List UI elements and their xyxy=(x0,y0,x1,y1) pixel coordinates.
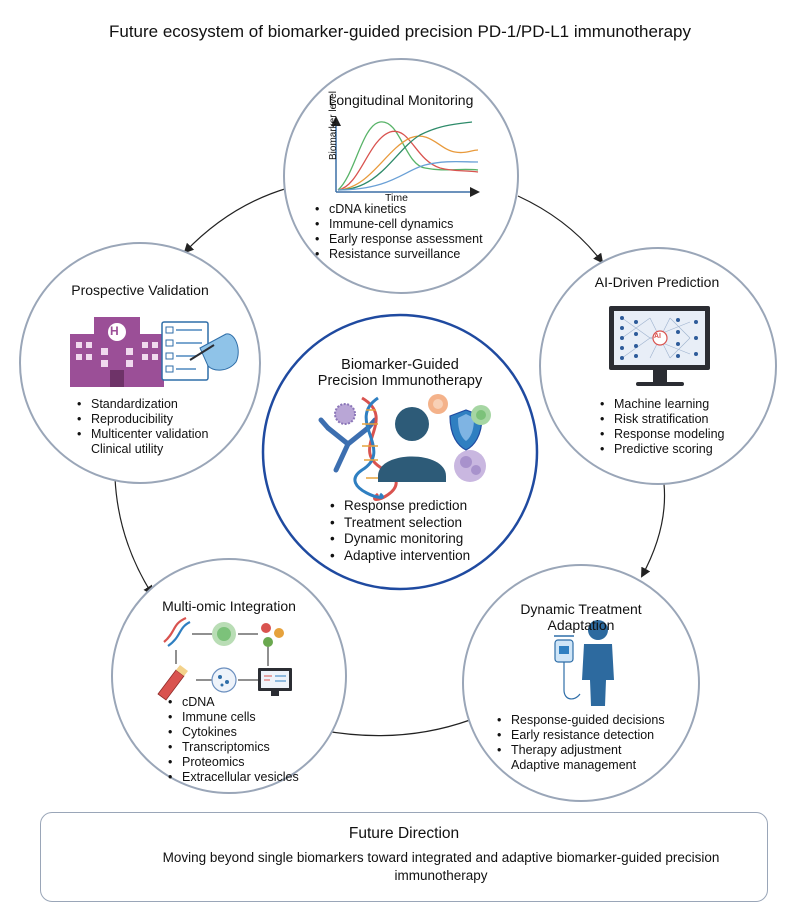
list-item: Transcriptomics xyxy=(166,740,299,755)
prospective-list: Standardization Reproducibility Multicen… xyxy=(75,397,208,457)
kinetics-line-blue xyxy=(337,160,479,191)
list-item: Dynamic monitoring xyxy=(328,531,470,548)
node-title-longitudinal: Longitudinal Monitoring xyxy=(328,92,474,108)
list-item: cDNA xyxy=(166,695,299,710)
list-item: Cytokines xyxy=(166,725,299,740)
list-item: Treatment selection xyxy=(328,515,470,532)
node-title-dynamic: Dynamic Treatment Adaptation xyxy=(486,601,676,633)
arrow-monitoring-to-ai xyxy=(517,195,604,264)
node-title-ai: AI-Driven Prediction xyxy=(594,274,720,290)
center-title-line2: Precision Immunotherapy xyxy=(317,373,483,389)
iv-patient-icon xyxy=(554,620,614,706)
biomarker-kinetics-chart xyxy=(331,116,480,197)
node-title-multiomic: Multi-omic Integration xyxy=(162,598,296,614)
list-item: Risk stratification xyxy=(598,412,725,427)
kinetics-line-orange xyxy=(337,135,479,191)
ai-list: Machine learning Risk stratification Res… xyxy=(598,397,725,457)
particle-purple-icon xyxy=(334,403,356,425)
list-item: Extracellular vesicles xyxy=(166,770,299,785)
list-item: Multicenter validation xyxy=(75,427,208,442)
arrow-ai-to-dynamic xyxy=(641,483,666,578)
arrow-monitoring-to-prospective xyxy=(183,187,289,254)
patient-icon xyxy=(378,407,446,482)
multiomic-list: cDNA Immune cells Cytokines Transcriptom… xyxy=(166,695,299,785)
figure-title: Future ecosystem of biomarker-guided pre… xyxy=(108,22,692,41)
multiomic-network xyxy=(157,616,292,701)
list-item: Resistance surveillance xyxy=(313,247,483,262)
future-direction-title: Future Direction xyxy=(348,825,460,842)
cytokine-omic-icon xyxy=(261,623,284,647)
center-title-line1: Biomarker-Guided xyxy=(341,357,459,373)
arrow-prospective-to-multiomic xyxy=(114,477,154,596)
center-list: Response prediction Treatment selection … xyxy=(328,498,470,564)
list-item: Immune-cell dynamics xyxy=(313,217,483,232)
blood-tube-icon xyxy=(157,665,188,701)
ai-monitor-icon xyxy=(609,306,710,386)
line-dynamic-to-multiomic xyxy=(319,719,471,737)
vesicle-omic-icon xyxy=(211,667,237,693)
node-title-prospective: Prospective Validation xyxy=(71,282,209,298)
center-title: Biomarker-Guided Precision Immunotherapy xyxy=(300,357,500,389)
node-title-dynamic-line1: Dynamic Treatment xyxy=(520,601,642,617)
cycle-arrows xyxy=(114,187,666,737)
list-item: cDNA kinetics xyxy=(313,202,483,217)
chart-y-axis-label: Biomarker level xyxy=(328,91,339,160)
list-item: Response modeling xyxy=(598,427,725,442)
dna-omic-icon xyxy=(163,616,191,647)
future-direction-box: Future Direction Moving beyond single bi… xyxy=(40,812,768,902)
omics-monitor-icon xyxy=(258,668,292,696)
future-direction-text: Moving beyond single biomarkers toward i… xyxy=(162,850,720,883)
list-item: Response-guided decisions xyxy=(495,713,665,728)
list-item: Adaptive management xyxy=(511,758,637,772)
list-item: Predictive scoring xyxy=(598,442,725,457)
clipboard-icon xyxy=(161,321,239,381)
list-item: Response prediction xyxy=(328,498,470,515)
longitudinal-list: cDNA kinetics Immune-cell dynamics Early… xyxy=(313,202,483,262)
dynamic-list: Response-guided decisions Early resistan… xyxy=(495,713,665,773)
list-item: Adaptive intervention xyxy=(328,548,470,565)
kinetics-line-teal xyxy=(337,121,473,191)
list-item: Machine learning xyxy=(598,397,725,412)
ai-monitor-label: AI xyxy=(654,333,661,340)
list-item: Standardization xyxy=(75,397,208,412)
list-item: Proteomics xyxy=(166,755,299,770)
list-item: Immune cells xyxy=(166,710,299,725)
list-item: Therapy adjustment xyxy=(495,743,665,758)
node-title-dynamic-line2: Adaptation xyxy=(547,617,615,633)
list-item: Clinical utility xyxy=(91,442,164,456)
chart-x-axis-label: Time xyxy=(385,192,408,204)
hospital-icon xyxy=(70,317,164,387)
hospital-letter: H xyxy=(110,324,119,338)
list-item: Reproducibility xyxy=(75,412,208,427)
immune-illustration xyxy=(318,394,491,502)
list-item: Early resistance detection xyxy=(495,728,665,743)
list-item: Early response assessment xyxy=(313,232,483,247)
kinetics-line-red xyxy=(337,130,479,191)
